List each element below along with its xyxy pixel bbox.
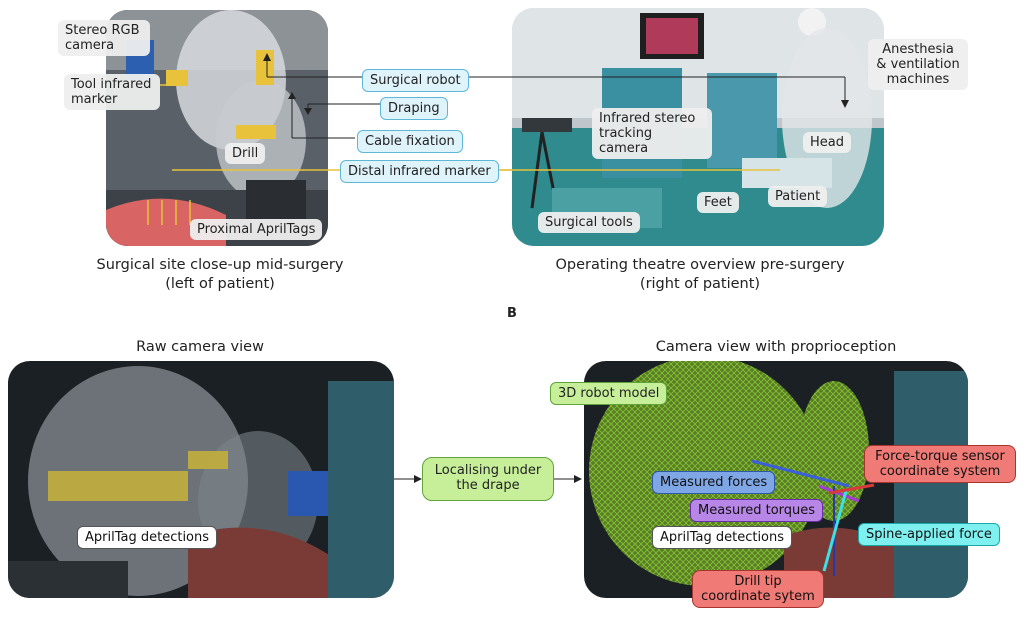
label-measured-torques: Measured torques bbox=[690, 499, 824, 522]
label-infrared-tracking-camera: Infrared stereo tracking camera bbox=[592, 108, 712, 159]
raw-view-illustration bbox=[8, 361, 394, 598]
label-patient: Patient bbox=[768, 186, 828, 207]
label-3d-robot-model: 3D robot model bbox=[550, 382, 668, 405]
caption-theatre: Operating theatre overview pre-surgery (… bbox=[555, 257, 845, 292]
label-anesthesia-machines: Anesthesia & ventilation machines bbox=[868, 39, 968, 90]
torque-vector-line bbox=[818, 484, 860, 503]
label-distal-infrared-marker: Distal infrared marker bbox=[340, 160, 499, 183]
label-surgical-tools: Surgical tools bbox=[538, 212, 640, 233]
spine-force-vector bbox=[822, 490, 848, 572]
sensor-axis-x bbox=[828, 483, 875, 495]
label-head: Head bbox=[803, 132, 851, 153]
label-draping: Draping bbox=[380, 97, 448, 120]
label-stereo-rgb-camera: Stereo RGB camera bbox=[58, 20, 150, 56]
label-feet: Feet bbox=[697, 192, 739, 213]
label-surgical-robot: Surgical robot bbox=[362, 69, 469, 92]
label-drill: Drill bbox=[225, 143, 266, 164]
label-apriltag-detections-right: AprilTag detections bbox=[652, 526, 793, 549]
label-localising-under-drape: Localising under the drape bbox=[422, 457, 554, 501]
caption-closeup: Surgical site close-up mid-surgery (left… bbox=[96, 257, 344, 292]
label-spine-applied-force: Spine-applied force bbox=[858, 523, 1000, 546]
label-drill-tip-coordinate-system: Drill tip coordinate sytem bbox=[692, 570, 824, 608]
label-force-torque-sensor: Force-torque sensor coordinate system bbox=[864, 445, 1016, 483]
label-measured-forces: Measured forces bbox=[652, 471, 776, 494]
force-vector-line bbox=[751, 459, 850, 488]
label-proximal-apriltags: Proximal AprilTags bbox=[190, 219, 323, 240]
raw-camera-view-photo bbox=[8, 361, 394, 598]
title-camera-with-proprioception: Camera view with proprioception bbox=[655, 339, 897, 355]
section-letter-b: B bbox=[507, 306, 517, 321]
label-tool-infrared-marker: Tool infrared marker bbox=[64, 74, 160, 110]
title-raw-camera-view: Raw camera view bbox=[136, 339, 264, 355]
label-apriltag-detections-left: AprilTag detections bbox=[77, 526, 218, 549]
label-cable-fixation: Cable fixation bbox=[357, 130, 463, 153]
